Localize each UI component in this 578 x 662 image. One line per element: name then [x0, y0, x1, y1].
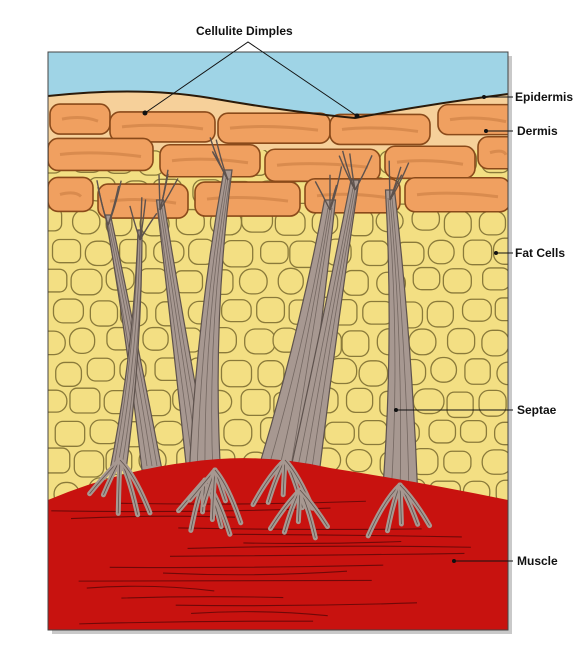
- fat-cell: [444, 451, 471, 473]
- fat-cell: [56, 362, 82, 386]
- fat-cell: [429, 420, 455, 443]
- fat-cell: [90, 301, 117, 326]
- label-muscle: Muscle: [517, 554, 558, 568]
- label-cellulite-dimples: Cellulite Dimples: [196, 24, 293, 38]
- fat-cell: [444, 211, 471, 237]
- fat-cell: [448, 329, 475, 354]
- fat-cell: [528, 480, 553, 504]
- fat-cell: [362, 241, 389, 265]
- fat-cell: [87, 358, 114, 381]
- dermis-cell: [50, 104, 110, 134]
- fat-cell: [55, 421, 84, 446]
- fat-cell: [278, 268, 303, 294]
- fat-cell: [53, 299, 83, 323]
- fat-cell: [359, 421, 387, 445]
- fat-cell: [409, 329, 436, 355]
- fat-cell: [139, 269, 167, 293]
- fat-cell: [221, 361, 251, 387]
- fat-cell: [516, 452, 546, 477]
- fat-cell: [224, 420, 252, 446]
- label-septae: Septae: [517, 403, 557, 417]
- fat-cell: [245, 329, 275, 354]
- fat-cell: [465, 359, 490, 384]
- fat-cell: [428, 240, 454, 263]
- fat-cell: [463, 299, 492, 321]
- fat-cell: [531, 419, 562, 443]
- fat-cell: [70, 328, 95, 353]
- fat-cell: [71, 269, 102, 295]
- fat-cell: [461, 421, 487, 443]
- fat-cell: [516, 509, 541, 532]
- fat-cell: [38, 390, 67, 412]
- fat-cell: [479, 390, 506, 416]
- fat-cell: [342, 331, 369, 356]
- fat-cell: [431, 358, 457, 383]
- fat-cell: [154, 421, 185, 445]
- fat-cell: [346, 450, 371, 472]
- fat-cell: [515, 148, 542, 173]
- fat-cell: [516, 210, 542, 232]
- fat-cell: [74, 451, 103, 477]
- fat-cell: [40, 448, 69, 473]
- fat-cell: [512, 269, 538, 292]
- fat-cell: [53, 240, 81, 263]
- septa-branch: [389, 161, 390, 200]
- fat-cell: [143, 328, 168, 351]
- fat-cell: [482, 330, 509, 356]
- fat-cell: [427, 301, 453, 326]
- fat-cell: [443, 269, 471, 293]
- dermis-cell: [48, 177, 93, 211]
- fat-cell: [347, 388, 373, 412]
- label-dermis: Dermis: [517, 124, 558, 138]
- fat-cell: [70, 388, 100, 413]
- fat-cell: [36, 331, 65, 354]
- fat-cell: [528, 358, 558, 384]
- fat-cell: [222, 241, 252, 267]
- fat-cell: [40, 269, 66, 292]
- fat-cell: [85, 241, 113, 265]
- fat-cell: [463, 240, 491, 265]
- fat-cell: [258, 361, 284, 387]
- fat-cell: [261, 242, 288, 264]
- fat-cell: [343, 271, 368, 296]
- dermis-layer: [48, 104, 518, 218]
- fat-cell: [531, 179, 558, 201]
- label-fat-cells: Fat Cells: [515, 246, 565, 260]
- fat-cell: [516, 331, 545, 355]
- fat-cell: [73, 210, 100, 234]
- fat-cell: [447, 392, 473, 417]
- fat-cell: [413, 268, 439, 290]
- fat-cell: [359, 361, 387, 386]
- fat-cell: [222, 300, 252, 322]
- fat-cell: [483, 268, 510, 290]
- muscle-fiber-line: [79, 580, 372, 581]
- fat-cell: [240, 269, 268, 294]
- fat-cell: [479, 212, 505, 235]
- fat-cell: [533, 301, 559, 324]
- label-epidermis: Epidermis: [515, 90, 573, 104]
- fat-cell: [325, 422, 355, 444]
- fat-cell: [241, 390, 270, 416]
- fat-cell: [257, 298, 285, 323]
